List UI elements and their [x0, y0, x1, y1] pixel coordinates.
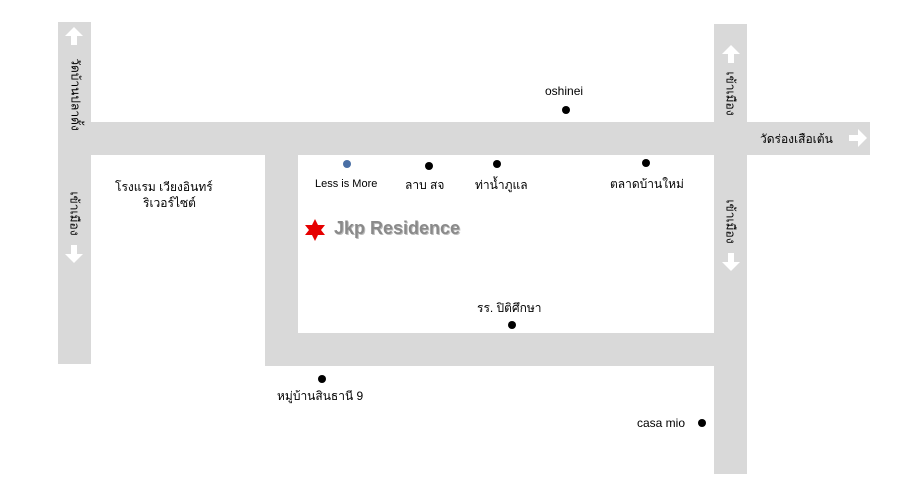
map-title: Jkp Residence: [334, 218, 461, 238]
poi-label-oshinei: oshinei: [545, 84, 584, 98]
road-horizontal-main: [91, 122, 870, 155]
poi-label-village: หมู่บ้านสินธานี 9: [277, 389, 364, 403]
road-label-right-top: เข้าเมือง: [723, 71, 738, 116]
arrow-up-icon: [722, 45, 740, 63]
arrow-down-icon: [722, 253, 740, 271]
poi-label-laab: ลาบ สจ: [405, 178, 445, 192]
poi-label-market: ตลาดบ้านใหม่: [610, 177, 684, 191]
road-right-vertical: [714, 24, 747, 474]
poi-dot-laab: [425, 162, 433, 170]
road-label-left-top: วัดบ้านปลาดั้ง: [68, 58, 83, 131]
arrow-up-icon: [65, 27, 83, 45]
poi-label-less-is-more: Less is More: [315, 178, 378, 190]
arrow-down-icon: [65, 245, 83, 263]
residence-marker-icon: [305, 219, 325, 241]
road-inner-horizontal: [298, 333, 714, 366]
poi-label-tha-nam: ท่าน้ำภูแล: [475, 178, 528, 192]
road-label-east: วัดร่องเสือเต้น: [760, 132, 833, 146]
road-label-right-bottom: เข้าเมือง: [723, 199, 738, 244]
poi-dot-school: [508, 321, 516, 329]
arrow-right-icon: [849, 129, 867, 147]
poi-dot-tha-nam: [493, 160, 501, 168]
poi-dot-less-is-more: [343, 160, 351, 168]
poi-label-casa-mio: casa mio: [637, 416, 686, 430]
road-left-vertical: [58, 22, 91, 364]
poi-dot-village: [318, 375, 326, 383]
poi-dot-oshinei: [562, 106, 570, 114]
road-inner-vertical: [265, 155, 298, 366]
poi-label-school: รร. ปิติศึกษา: [477, 301, 542, 315]
road-label-left-bottom: เข้าเมือง: [67, 191, 82, 236]
poi-dot-market: [642, 159, 650, 167]
poi-label-hotel-line1: โรงแรม เวียงอินทร์: [115, 180, 213, 194]
poi-label-hotel-line2: ริเวอร์ไซต์: [143, 196, 196, 210]
poi-dot-casa-mio: [698, 419, 706, 427]
